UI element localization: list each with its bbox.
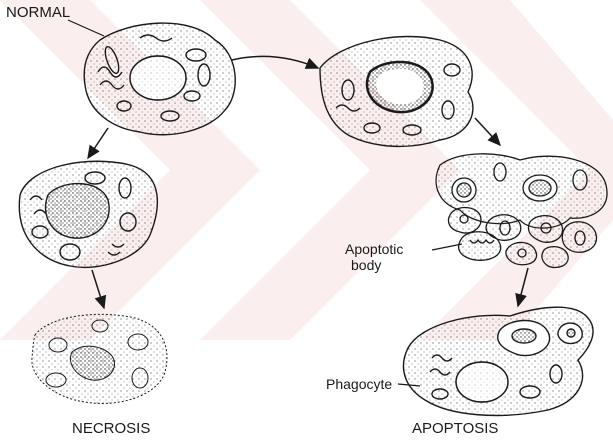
arrow-normal-to-necrosis [88,128,108,158]
swollen-cell [19,161,157,267]
label-necrosis: NECROSIS [72,420,150,437]
shrunken-cell [320,36,473,146]
normal-cell [84,23,235,135]
label-apoptosis: APOPTOSIS [412,420,498,437]
apoptotic-bodies [436,154,607,268]
label-apoptotic-body-line2: body [345,257,403,273]
label-normal: NORMAL [6,4,70,21]
label-apoptotic-body: Apoptotic body [345,241,403,273]
arrow-apoptosis-to-bodies [475,118,500,145]
phagocyte-cell [403,307,593,415]
label-apoptotic-body-line1: Apoptotic [345,241,403,257]
necrotic-cell [32,314,167,403]
label-phagocyte: Phagocyte [326,376,392,392]
apoptotic-body-leader [432,244,462,250]
